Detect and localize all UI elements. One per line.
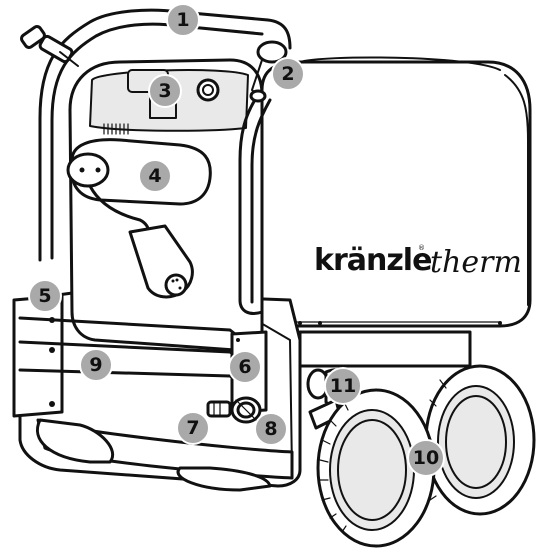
callout-2: 2 (271, 57, 305, 91)
callout-7: 7 (176, 411, 210, 445)
wheel-tread (319, 379, 447, 533)
pressure-gauge (196, 78, 220, 102)
callout-5: 5 (28, 279, 62, 313)
callout-8: 8 (254, 412, 288, 446)
cover-top-edge (299, 56, 501, 71)
brand-logo: kränzle ® therm (314, 243, 522, 280)
brand-suffix: therm (430, 245, 522, 280)
rear-wheel (424, 364, 536, 516)
brand-registered: ® (418, 244, 425, 252)
callout-label: 2 (281, 63, 294, 85)
high-pressure-outlet (230, 396, 262, 424)
callout-1: 1 (166, 3, 200, 37)
heater-cover (260, 60, 532, 328)
cover-screw (298, 321, 302, 325)
callout-label: 6 (238, 356, 251, 378)
callout-label: 1 (176, 9, 189, 31)
frame-right-rail (238, 93, 264, 315)
brand-name: kränzle (314, 243, 431, 278)
callout-label: 4 (148, 165, 161, 187)
water-inlet (206, 400, 232, 418)
callout-label: 10 (413, 447, 439, 469)
callout-6: 6 (228, 350, 262, 384)
callout-4: 4 (138, 159, 172, 193)
cover-side-edge (504, 74, 529, 306)
callout-label: 9 (89, 354, 102, 376)
rear-foot (176, 466, 272, 492)
callout-label: 8 (264, 418, 277, 440)
frame-right-rail-inner (250, 98, 272, 304)
callout-11: 11 (324, 367, 362, 405)
callout-label: 11 (330, 375, 356, 397)
pressure-gauge-inner (202, 84, 214, 96)
cover-screw (498, 321, 502, 325)
front-wheel (316, 388, 436, 548)
callout-label: 7 (186, 417, 199, 439)
side-panel (12, 294, 64, 418)
hose-reel-connector (249, 40, 288, 103)
axle-housing (298, 330, 472, 368)
control-lever (149, 91, 177, 119)
callout-3: 3 (148, 74, 182, 108)
cable-coil (66, 152, 110, 188)
vent-grille (103, 123, 129, 135)
callout-10: 10 (407, 439, 445, 477)
plug-face (164, 273, 188, 297)
callout-label: 5 (38, 285, 51, 307)
front-foot (36, 418, 115, 464)
handle-frame-inner (50, 22, 264, 260)
lance-holder (20, 25, 79, 67)
cover-screw (318, 321, 322, 325)
handle-frame (38, 8, 292, 262)
callout-label: 3 (158, 80, 171, 102)
callout-9: 9 (79, 348, 113, 382)
